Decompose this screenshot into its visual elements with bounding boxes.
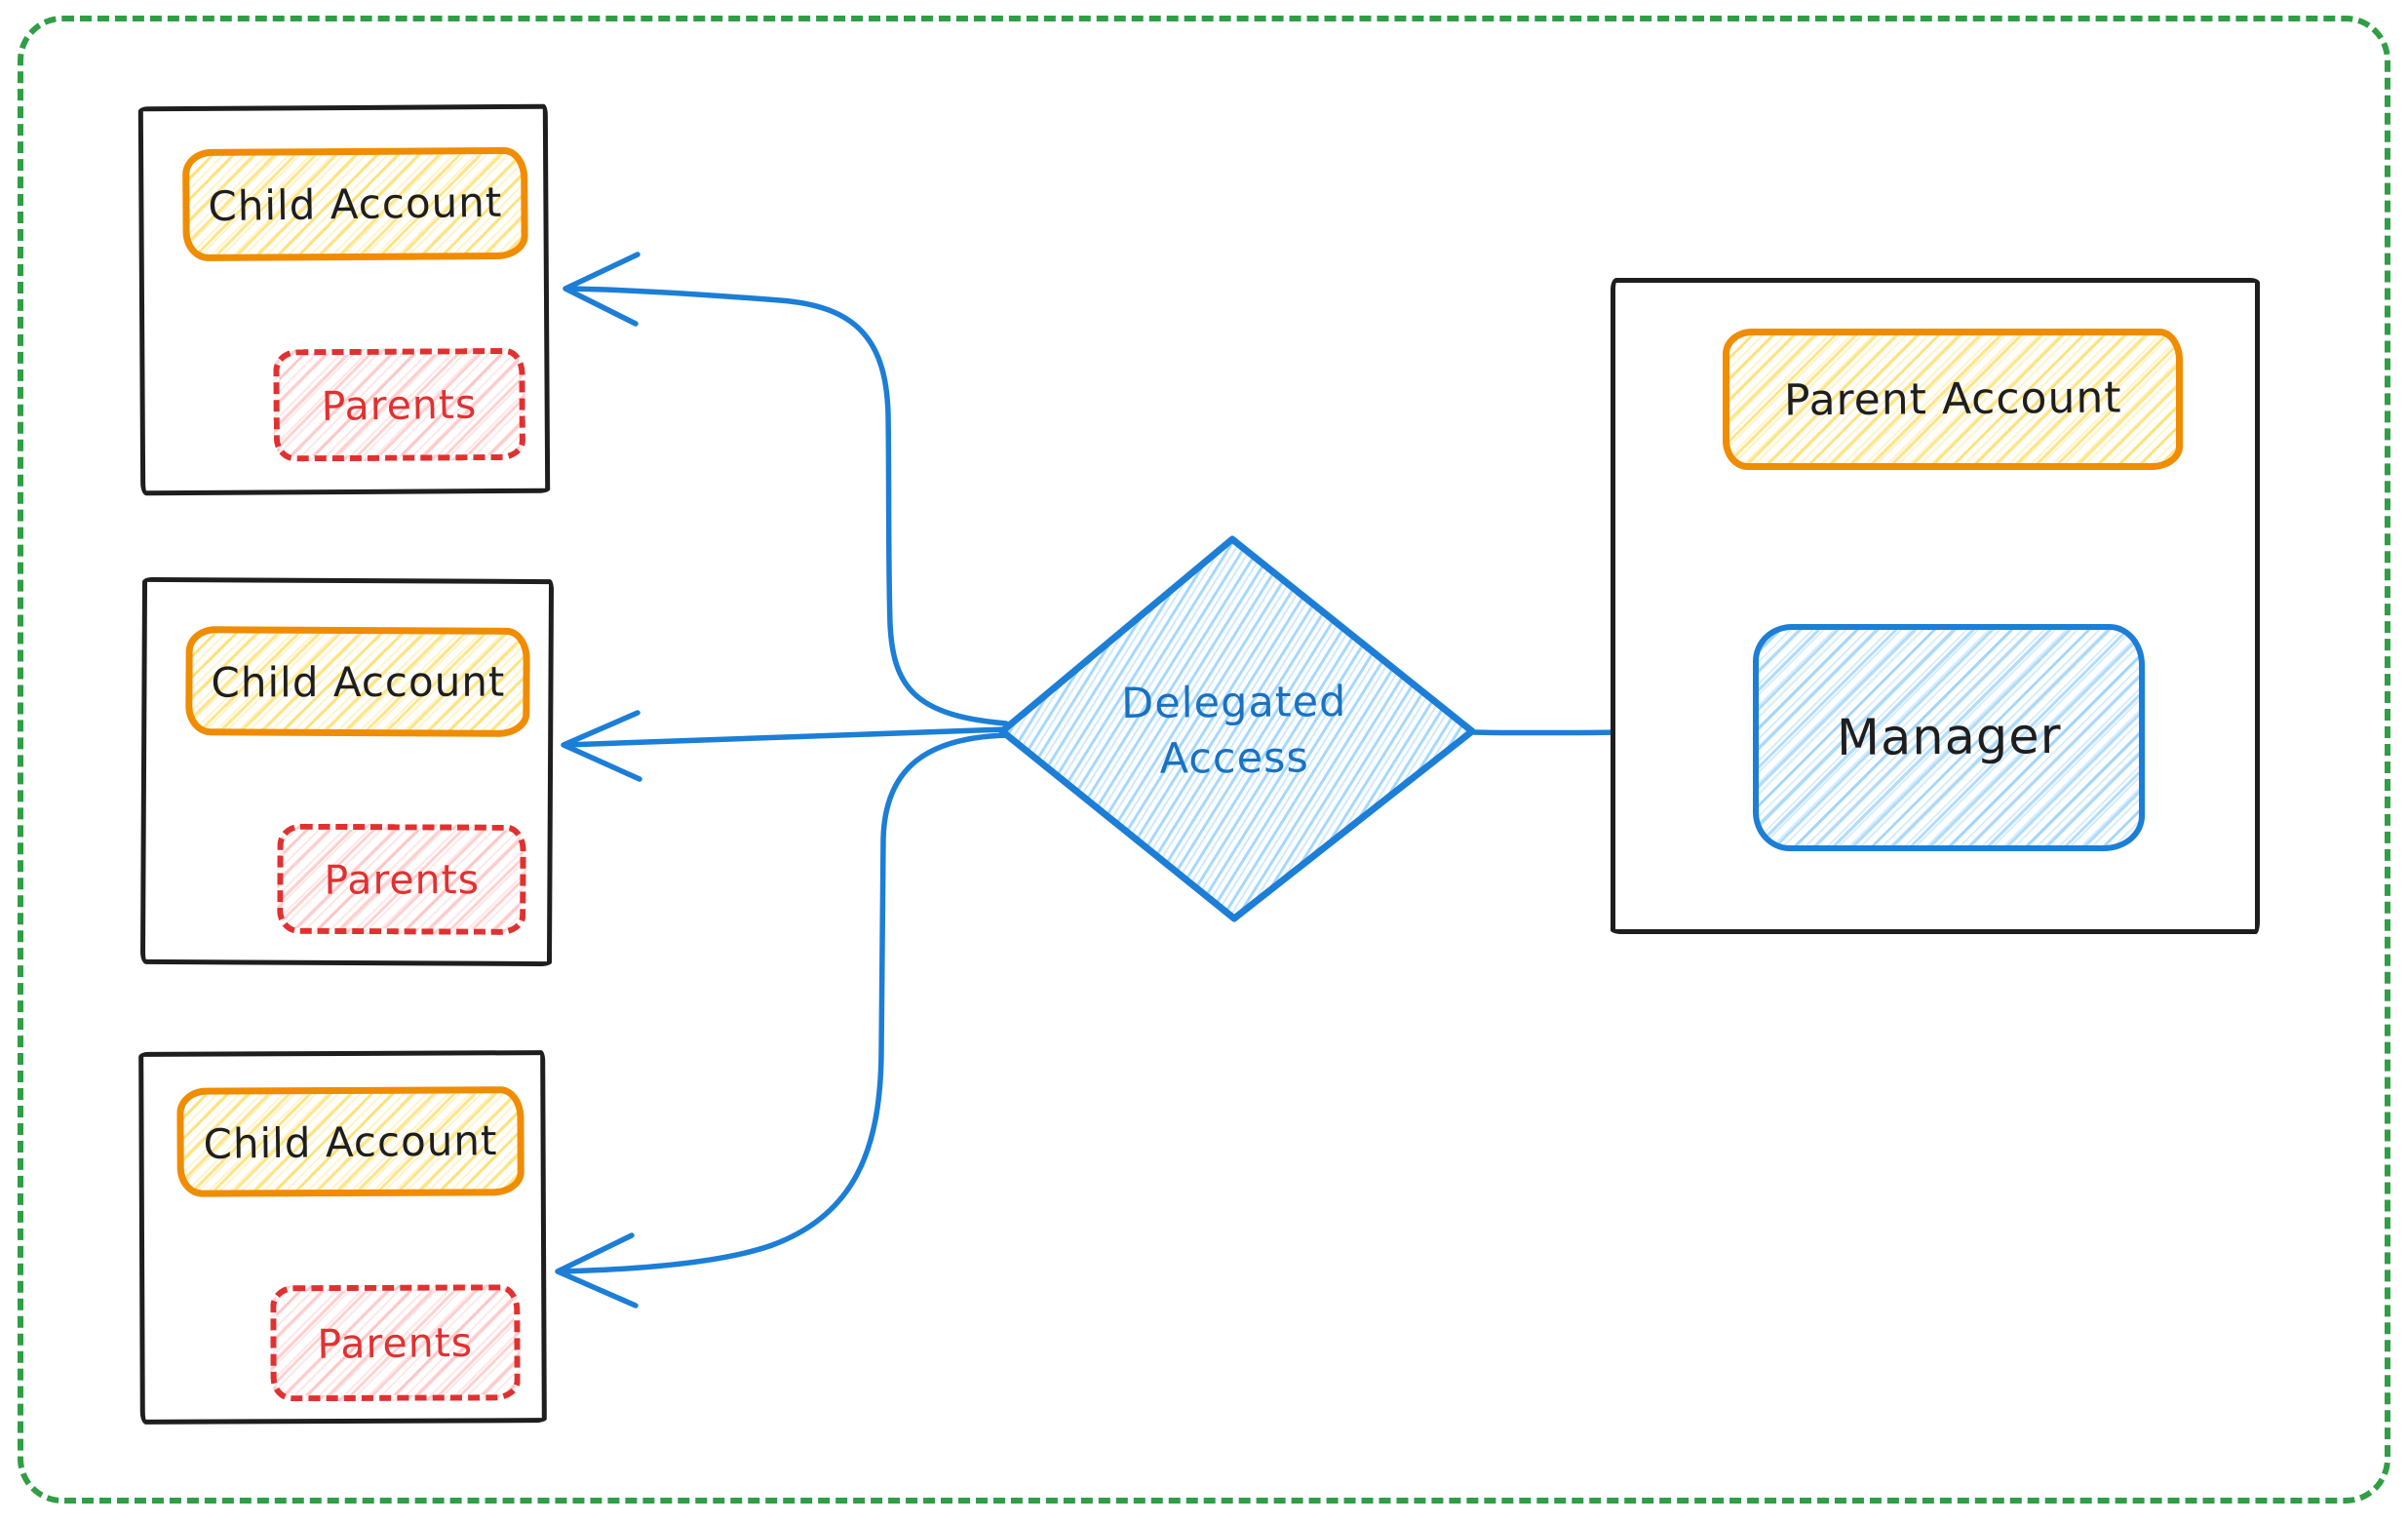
parent-account-box: Parent Account Manager xyxy=(1611,278,2260,934)
parent-account-pill: Parent Account xyxy=(1723,329,2183,470)
green-dashed-frame xyxy=(18,16,2390,1504)
arrowhead-child-middle xyxy=(561,710,642,782)
arrow-diamond-to-child-bottom xyxy=(557,732,1011,1274)
manager-node: Manager xyxy=(1753,624,2145,851)
child-account-box-2: Child Account Parents xyxy=(139,576,555,967)
delegated-access-label: Delegated Access xyxy=(998,540,1469,922)
child-account-pill-2: Child Account xyxy=(185,626,530,737)
parents-label-1: Parents xyxy=(321,379,478,430)
parents-pill-3: Parents xyxy=(270,1284,521,1402)
delegated-access-label-line2: Access xyxy=(1159,733,1310,784)
parent-account-label: Parent Account xyxy=(1783,372,2122,426)
arrowhead-child-top xyxy=(563,252,641,327)
child-account-label-3: Child Account xyxy=(203,1115,498,1168)
parents-pill-2: Parents xyxy=(277,823,526,935)
delegated-access-diamond xyxy=(998,535,1476,922)
arrowhead-child-bottom xyxy=(555,1232,639,1309)
arrow-diamond-to-child-top xyxy=(564,286,1009,726)
child-account-box-3: Child Account Parents xyxy=(138,1050,547,1425)
manager-label: Manager xyxy=(1836,707,2062,768)
child-account-label-2: Child Account xyxy=(210,657,506,707)
child-account-box-1: Child Account Parents xyxy=(137,103,551,496)
arrow-diamond-to-child-middle xyxy=(563,726,1009,748)
parents-label-2: Parents xyxy=(324,855,480,904)
parents-pill-1: Parents xyxy=(273,347,526,462)
child-account-pill-3: Child Account xyxy=(176,1086,524,1197)
parents-label-3: Parents xyxy=(317,1318,474,1368)
child-account-pill-1: Child Account xyxy=(182,146,528,262)
child-account-label-1: Child Account xyxy=(208,177,503,231)
delegated-access-label-line1: Delegated xyxy=(1120,677,1347,729)
